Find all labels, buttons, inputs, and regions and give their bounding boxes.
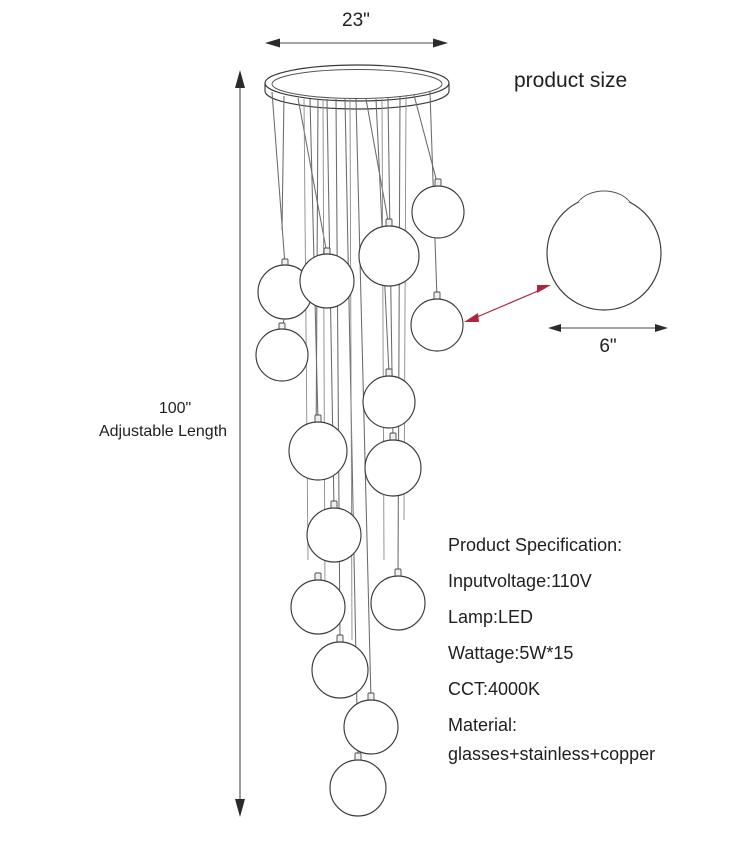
spec-line-cct: CCT:4000K: [448, 679, 540, 699]
globe-item: [364, 432, 422, 497]
globe-diameter-label: 6": [599, 336, 616, 357]
canopy-width-dimension: [265, 38, 448, 48]
globe-cluster: [255, 178, 465, 817]
globe-item: [358, 218, 420, 287]
globe-item: [410, 291, 464, 352]
globe-item: [311, 634, 369, 699]
globe-item: [411, 178, 465, 239]
globe-item: [343, 692, 399, 755]
globe-item: [299, 247, 355, 309]
globe-item: [255, 318, 309, 382]
globe-item: [306, 500, 362, 563]
spec-line-material: Material:: [448, 715, 517, 735]
spec-line-wattage: Wattage:5W*15: [448, 643, 573, 663]
specification-block: Product Specification: Inputvoltage:110V…: [448, 535, 655, 764]
spec-heading: Product Specification:: [448, 535, 622, 555]
globe-item: [362, 368, 416, 429]
globe-item: [370, 568, 426, 631]
ceiling-canopy: [264, 64, 450, 110]
drop-length-label: 100": [159, 400, 191, 417]
drop-length-note: Adjustable Length: [99, 423, 227, 440]
globe-item: [290, 572, 346, 635]
page-title: product size: [514, 69, 627, 92]
spec-line-voltage: Inputvoltage:110V: [448, 571, 592, 591]
detail-callout-arrow: [464, 285, 551, 322]
globe-item: [329, 752, 387, 817]
globe-diameter-dimension: [548, 324, 668, 332]
globe-item: [257, 258, 313, 320]
globe-item: [288, 414, 348, 481]
spec-line-lamp: Lamp:LED: [448, 607, 533, 627]
globe-detail-view: [546, 190, 662, 311]
canopy-width-label: 23": [342, 10, 370, 31]
spec-line-material-value: glasses+stainless+copper: [448, 744, 655, 764]
drop-length-dimension: [235, 70, 245, 817]
